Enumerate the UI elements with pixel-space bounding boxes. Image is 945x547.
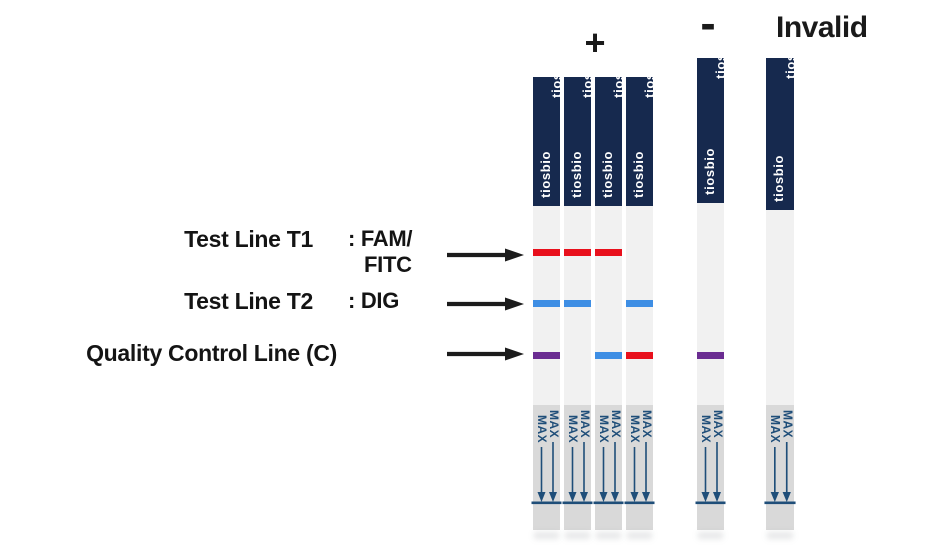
legend-value-t2-line1: : DIG: [348, 288, 400, 313]
flow-arrowhead-icon: [713, 492, 721, 502]
max-marker-label: MAX: [699, 415, 713, 443]
brand-label-partial: tiosbio: [713, 58, 724, 79]
test-line-t2: [626, 300, 653, 307]
strip-membrane: [766, 210, 794, 405]
strip-header: tiosbio tiosbio: [564, 77, 591, 206]
brand-label-partial: tiosbio: [611, 77, 622, 98]
max-marker-label: MAX: [768, 415, 782, 443]
max-fill-line: [624, 501, 655, 505]
group-label-invalid: Invalid: [776, 11, 868, 44]
test-line-t2: [564, 300, 591, 307]
legend-label-test-line-t2: Test Line T2: [184, 288, 313, 314]
pointer-arrow-c-icon: [447, 347, 524, 361]
max-marker-graphic: MAX MAX: [624, 410, 655, 505]
group-label-positive: +: [584, 22, 606, 63]
brand-label: tiosbio: [538, 151, 553, 198]
legend-label-control-line: Quality Control Line (C): [86, 340, 337, 366]
max-marker-graphic: MAX MAX: [695, 410, 726, 505]
legend-label-test-line-t1: Test Line T1: [184, 226, 313, 252]
flow-arrowhead-icon: [549, 492, 557, 502]
control-line-c: [595, 352, 622, 359]
legend-value-t1-line2: FITC: [364, 252, 412, 277]
max-marker-label: MAX: [578, 410, 592, 438]
brand-label: tiosbio: [600, 151, 615, 198]
brand-label-partial: tiosbio: [783, 58, 794, 79]
max-marker-label: MAX: [547, 410, 561, 438]
brand-label-partial: tiosbio: [549, 77, 560, 98]
max-fill-line: [593, 501, 624, 505]
max-marker-graphic: MAX MAX: [531, 410, 562, 505]
pointer-arrow-t1-icon: [447, 248, 524, 262]
max-marker-label: MAX: [781, 410, 795, 438]
max-marker-graphic: MAX MAX: [562, 410, 593, 505]
max-marker-label: MAX: [640, 410, 654, 438]
brand-label: tiosbio: [771, 155, 786, 202]
control-line-c: [533, 352, 560, 359]
flow-arrowhead-icon: [611, 492, 619, 502]
test-line-t1: [564, 249, 591, 256]
brand-label: tiosbio: [569, 151, 584, 198]
max-fill-line: [562, 501, 593, 505]
group-label-negative: -: [700, 0, 716, 49]
sample-pad: MAX MAX: [593, 405, 624, 530]
test-strip: tiosbio tiosbio MAX MAX: [531, 58, 562, 530]
flow-arrowhead-icon: [782, 492, 791, 502]
test-line-t2: [533, 300, 560, 307]
flow-arrowhead-icon: [568, 492, 577, 502]
legend-value-t1: : FAM/ FITC: [348, 226, 413, 278]
brand-label: tiosbio: [631, 151, 646, 198]
sample-pad: MAX MAX: [531, 405, 562, 530]
legend-value-t1-line1: : FAM/: [348, 226, 413, 251]
strip-header: tiosbio tiosbio: [697, 58, 724, 203]
test-line-t1: [595, 249, 622, 256]
strip-membrane: [595, 206, 622, 405]
test-strip: tiosbio tiosbio MAX MAX: [695, 58, 726, 530]
test-strip: tiosbio tiosbio MAX MAX: [624, 58, 655, 530]
max-marker-label: MAX: [628, 415, 642, 443]
max-marker-graphic: MAX MAX: [593, 410, 624, 505]
sample-pad: MAX MAX: [764, 405, 796, 530]
sample-pad: MAX MAX: [695, 405, 726, 530]
strip-header: tiosbio tiosbio: [595, 77, 622, 206]
strip-header: tiosbio tiosbio: [533, 77, 560, 206]
sample-pad: MAX MAX: [624, 405, 655, 530]
max-fill-line: [695, 501, 726, 505]
test-strip: tiosbio tiosbio MAX MAX: [764, 58, 796, 530]
test-line-t1: [533, 249, 560, 256]
max-marker-graphic: MAX MAX: [764, 410, 796, 505]
flow-arrowhead-icon: [630, 492, 639, 502]
flow-arrowhead-icon: [701, 492, 710, 502]
brand-label-partial: tiosbio: [580, 77, 591, 98]
test-strip: tiosbio tiosbio MAX MAX: [562, 58, 593, 530]
max-fill-line: [764, 501, 796, 505]
control-line-c: [626, 352, 653, 359]
flow-arrowhead-icon: [599, 492, 608, 502]
max-marker-label: MAX: [711, 410, 725, 438]
pointer-arrow-t2-icon: [447, 297, 524, 311]
test-strip: tiosbio tiosbio MAX MAX: [593, 58, 624, 530]
max-fill-line: [531, 501, 562, 505]
strip-header: tiosbio tiosbio: [626, 77, 653, 206]
max-marker-label: MAX: [597, 415, 611, 443]
flow-arrowhead-icon: [642, 492, 650, 502]
strip-header: tiosbio tiosbio: [766, 58, 794, 210]
max-marker-label: MAX: [535, 415, 549, 443]
strip-membrane: [697, 203, 724, 405]
brand-label-partial: tiosbio: [642, 77, 653, 98]
flow-arrowhead-icon: [770, 492, 779, 502]
flow-arrowhead-icon: [580, 492, 588, 502]
max-marker-label: MAX: [566, 415, 580, 443]
brand-label: tiosbio: [702, 148, 717, 195]
flow-arrowhead-icon: [537, 492, 546, 502]
control-line-c: [697, 352, 724, 359]
legend-value-t2: : DIG: [348, 288, 399, 314]
max-marker-label: MAX: [609, 410, 623, 438]
sample-pad: MAX MAX: [562, 405, 593, 530]
